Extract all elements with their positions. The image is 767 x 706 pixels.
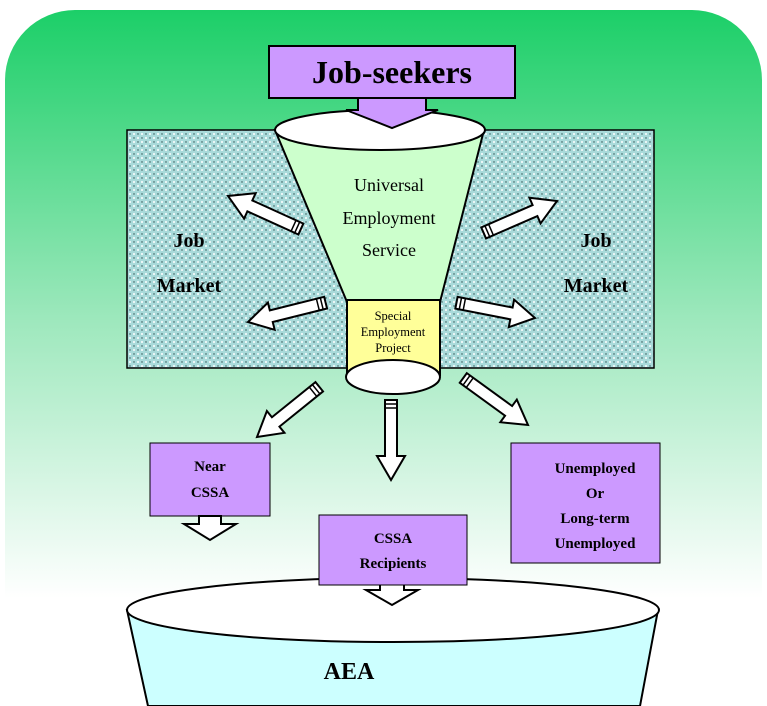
- funnel-bottom-ellipse: [345, 359, 441, 395]
- special-line-3: Project: [375, 341, 411, 355]
- cssa-recipients-line-1: CSSA: [374, 531, 413, 547]
- universal-line-3: Service: [362, 240, 416, 260]
- near-cssa-box: [149, 442, 271, 517]
- unemployed-line-1: Unemployed: [555, 461, 636, 477]
- job-seekers-label: Job-seekers: [312, 54, 472, 90]
- job-market-left-line-1: Job: [173, 230, 204, 252]
- universal-line-2: Employment: [343, 208, 436, 228]
- near-cssa-line-1: Near: [194, 459, 226, 475]
- special-line-1: Special: [375, 309, 412, 323]
- cssa-recipients-box: [318, 514, 468, 586]
- unemployed-line-2: Or: [586, 486, 605, 502]
- cssa-recipients-line-2: Recipients: [360, 556, 427, 572]
- unemployed-line-3: Long-term: [560, 511, 630, 527]
- job-market-right-line-1: Job: [580, 230, 611, 252]
- job-market-right-line-2: Market: [564, 275, 629, 297]
- aea-label: AEA: [324, 659, 375, 685]
- job-seekers-box: [268, 45, 516, 99]
- near-cssa-line-2: CSSA: [191, 485, 230, 501]
- job-market-left-line-2: Market: [157, 275, 222, 297]
- special-line-2: Employment: [361, 325, 426, 339]
- unemployed-box: [510, 442, 661, 564]
- universal-line-1: Universal: [354, 175, 424, 195]
- unemployed-line-4: Unemployed: [555, 536, 636, 552]
- near-cssa-down-arrow: [180, 515, 240, 542]
